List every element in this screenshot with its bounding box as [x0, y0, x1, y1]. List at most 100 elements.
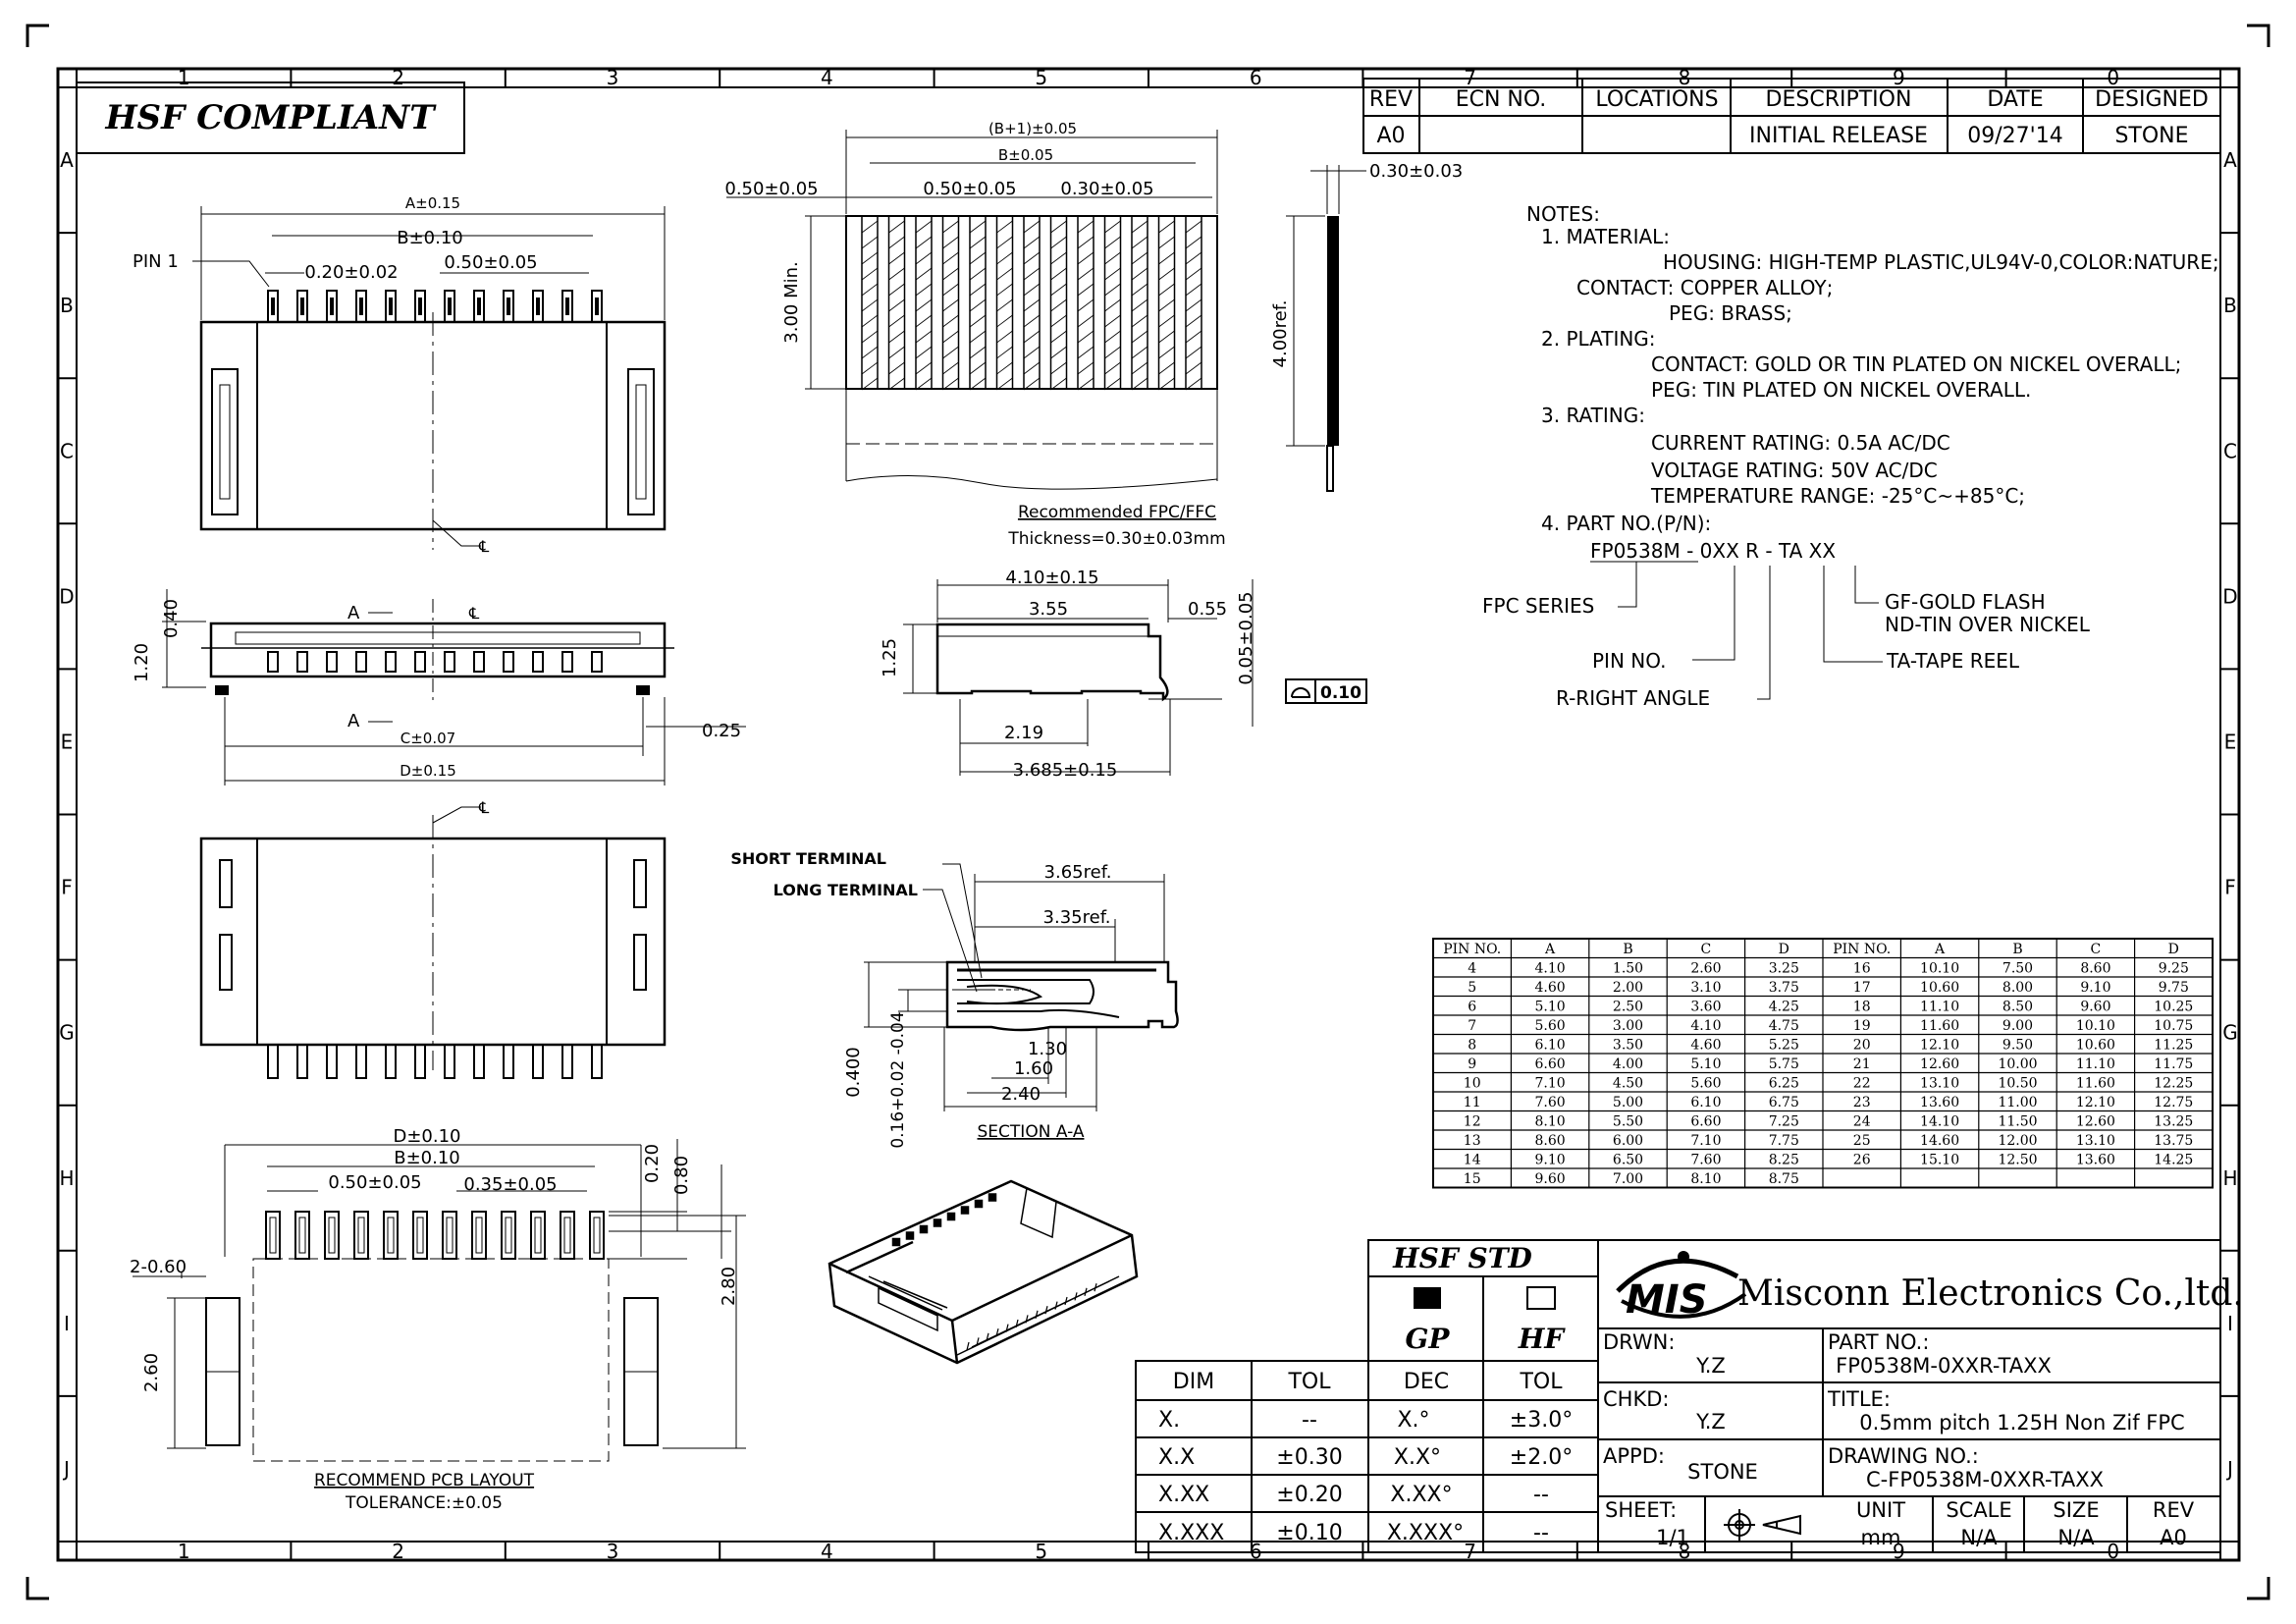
fpc-hatch [915, 377, 933, 391]
pcb-pad [589, 1211, 605, 1260]
pin-table-cell: 14.60 [1920, 1133, 1959, 1149]
scale-label: SCALE [1946, 1498, 2011, 1522]
section-a-a: SHORT TERMINAL LONG TERMINAL 3.65ref. 3.… [730, 849, 1179, 1149]
size-value: N/A [2057, 1526, 2095, 1549]
pcb-pad-inner [534, 1217, 542, 1254]
pin-table-cell: 4.10 [1535, 961, 1566, 977]
pin-table-cell: 10.00 [1998, 1056, 2037, 1072]
pin-table-cell: 7.75 [1769, 1133, 1799, 1149]
pcb-pad [530, 1211, 546, 1260]
fpc-hatch [996, 346, 1013, 359]
fpc-hatch [1050, 298, 1067, 312]
pin-table-cell: 4.75 [1769, 1018, 1799, 1034]
fpc-hatch [1023, 267, 1041, 281]
isometric-view [828, 1179, 1139, 1365]
pin-table-cell: 9.60 [1535, 1171, 1566, 1187]
fpc-hatch [1131, 314, 1148, 328]
tol-tol-header: TOL [1287, 1370, 1331, 1394]
pn-angle-label: R-RIGHT ANGLE [1556, 686, 1710, 710]
appd-label: APPD: [1603, 1444, 1665, 1468]
dim-side-c: C±0.07 [400, 730, 455, 747]
iso-pin [974, 1199, 984, 1209]
pcb-pad-inner [475, 1217, 483, 1254]
grid-row-label-right: C [2223, 439, 2237, 462]
fpc-hatch [861, 251, 879, 265]
pn-nd-label: ND-TIN OVER NICKEL [1885, 613, 2091, 636]
pin-table-cell: 11.10 [2076, 1056, 2115, 1072]
fpc-hatch [1077, 346, 1095, 359]
fpc-hatch [861, 267, 879, 281]
grid-col-label-bottom: 2 [392, 1540, 404, 1563]
fpc-hatch [1185, 361, 1202, 375]
drwn-value: Y.Z [1695, 1354, 1726, 1378]
centerline-mark: ℄ [478, 537, 490, 556]
fpc-hatch [861, 314, 879, 328]
fpc-hatch [1185, 220, 1202, 234]
hsf-tol-1: ±3.0° [1510, 1408, 1573, 1433]
pin-table-cell: 12.50 [1998, 1153, 2037, 1168]
size-label: SIZE [2053, 1498, 2099, 1522]
fpc-hatch [915, 236, 933, 249]
dim-side-120: 1.20 [132, 643, 152, 682]
fpc-hatch [1104, 220, 1121, 234]
grid-row-label-left: A [60, 148, 74, 172]
designed-value: STONE [2114, 124, 2188, 148]
fpc-hatch [1077, 267, 1095, 281]
pcb-pad-inner [505, 1217, 512, 1254]
pin-table-cell: 14 [1464, 1153, 1481, 1168]
pin-table-cell: 5.00 [1613, 1095, 1643, 1110]
hsf-dec-header: DEC [1404, 1370, 1449, 1394]
fpc-hatch [1104, 314, 1121, 328]
pin-table-cell: 3.50 [1613, 1038, 1643, 1054]
fpc-hatch [1131, 236, 1148, 249]
dim-fpc-030: 0.30±0.05 [1060, 179, 1153, 199]
fpc-hatch [1158, 330, 1175, 344]
pin-table-cell: 11.60 [2076, 1076, 2115, 1092]
part-number-code: FP0538M - 0XX R - TA XX [1590, 539, 1836, 563]
pin-table-cell: 14.10 [1920, 1114, 1959, 1130]
pin-table-cell: 10.60 [1920, 980, 1959, 996]
pin-table-cell: 3.25 [1769, 961, 1799, 977]
fpc-hatch [1104, 361, 1121, 375]
flatness-box [1285, 678, 1367, 704]
title-value: 0.5mm pitch 1.25H Non Zif FPC [1859, 1411, 2184, 1435]
note-line-12: 4. PART NO.(P/N): [1541, 512, 1711, 535]
pin-table-cell: 8.75 [1769, 1171, 1799, 1187]
dim-top-a: A±0.15 [405, 194, 460, 212]
rev-header: REV [1369, 87, 1413, 112]
pin-top-contact [565, 298, 569, 315]
fpc-hatch [942, 314, 959, 328]
company-logo: MIS [1616, 1251, 1747, 1323]
fpc-hatch [1158, 267, 1175, 281]
fpc-hatch [1077, 298, 1095, 312]
pin-bottom [355, 1044, 367, 1079]
flatness-value: 0.10 [1320, 683, 1362, 703]
grid-col-label-top: 5 [1035, 66, 1047, 89]
fpc-hatch [915, 330, 933, 344]
top-view: A±0.15 B±0.10 0.20±0.02 0.50±0.05 PIN 1 … [133, 194, 667, 556]
pin-table-cell: 13.60 [1920, 1095, 1959, 1110]
grid-col-label-top: 6 [1250, 66, 1262, 89]
fpc-hatch [1158, 314, 1175, 328]
grid-row-label-left: G [59, 1021, 75, 1045]
fpc-hatch [888, 267, 905, 281]
pin-table-cell: 4.60 [1690, 1038, 1721, 1054]
pin-table-cell: 22 [1853, 1076, 1871, 1092]
pin-table-cell: 4 [1468, 961, 1476, 977]
pn-gf-label: GF-GOLD FLASH [1885, 590, 2046, 614]
fpc-hatch [969, 314, 987, 328]
fpc-hatch [969, 330, 987, 344]
dim-sec-016: 0.16+0.02 -0.04 [888, 1011, 908, 1148]
note-line-9: CURRENT RATING: 0.5A AC/DC [1651, 431, 1950, 455]
iso-pin [946, 1212, 956, 1221]
pin-side [385, 651, 397, 673]
pin-table-cell: 8.50 [2002, 1000, 2033, 1015]
tol-val-1: -- [1302, 1408, 1317, 1433]
fpc-finger [1077, 215, 1095, 390]
grid-row-label-right: A [2223, 148, 2237, 172]
pin1-label: PIN 1 [133, 251, 179, 272]
fpc-hatch [888, 361, 905, 375]
pin-table-cell: 8.00 [2002, 980, 2033, 996]
hsf-tol-3: -- [1533, 1483, 1549, 1507]
